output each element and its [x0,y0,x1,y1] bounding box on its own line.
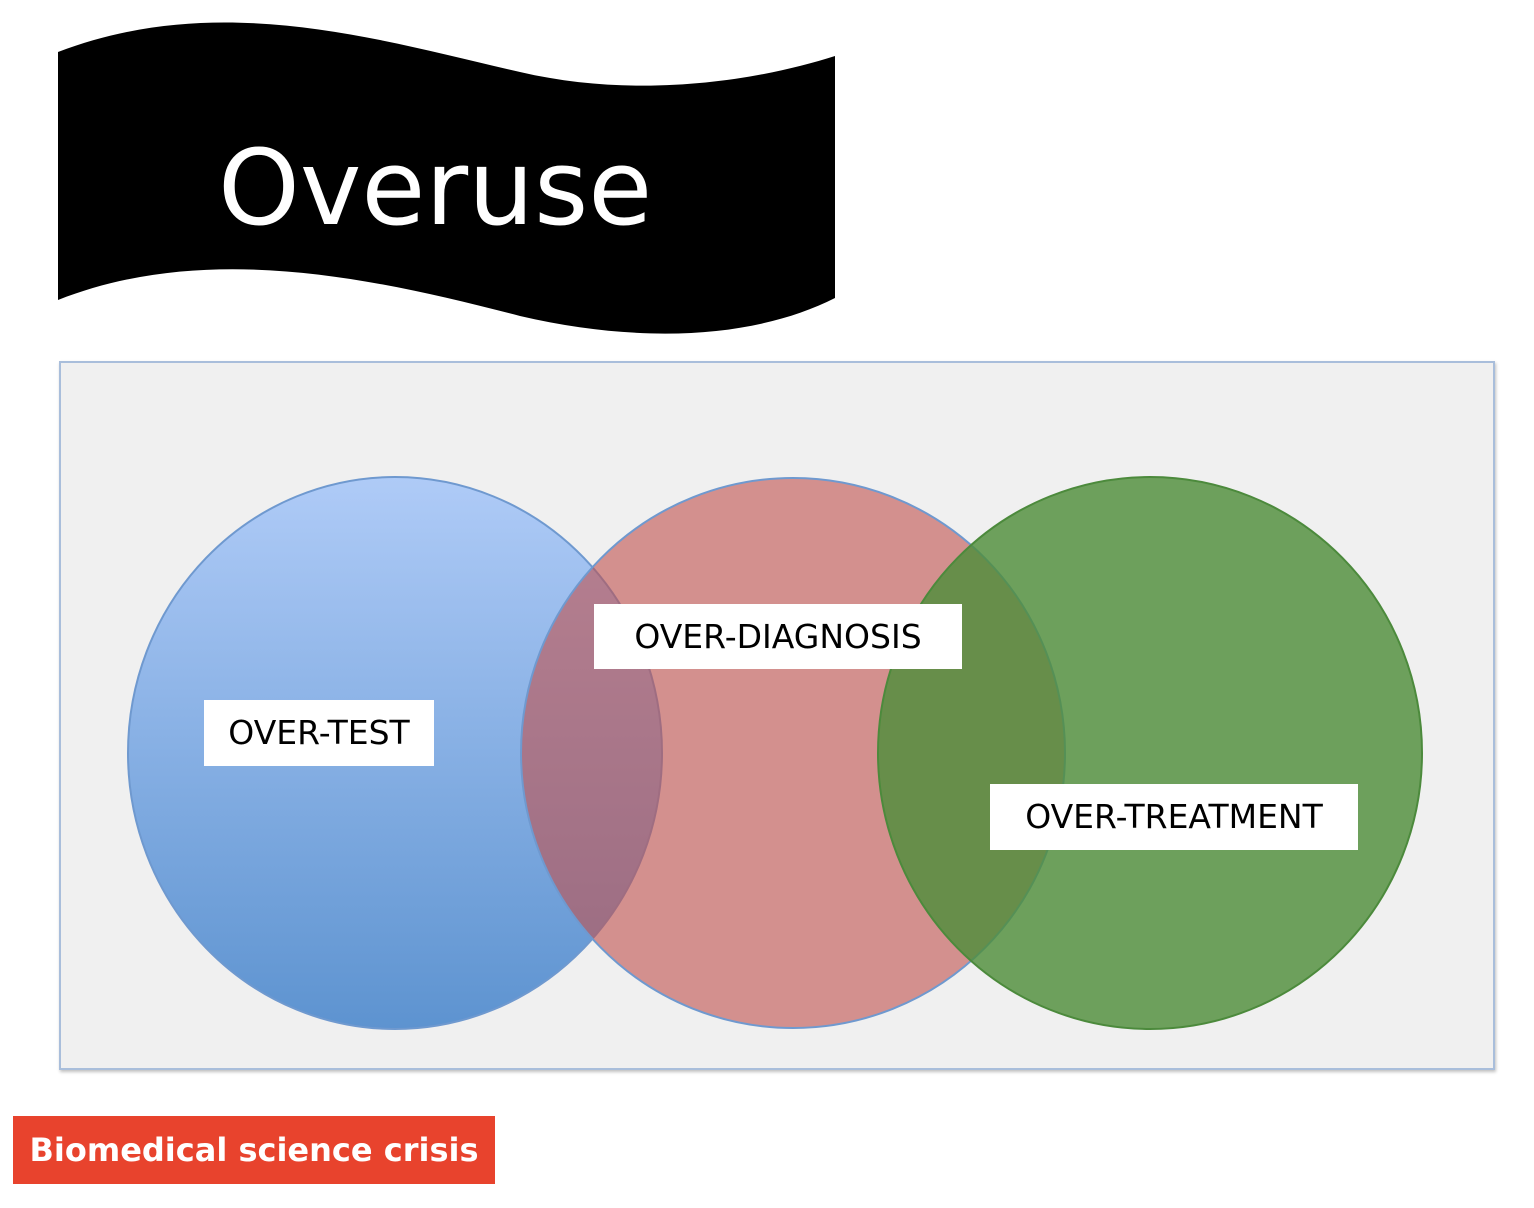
footer-badge: Biomedical science crisis [13,1116,495,1184]
title-banner [58,22,835,334]
page-title: Overuse [218,127,653,249]
circle-over-treatment [877,476,1423,1030]
label-over-treatment: OVER-TREATMENT [990,784,1358,850]
label-over-diagnosis: OVER-DIAGNOSIS [594,604,962,669]
label-over-test: OVER-TEST [204,700,434,766]
